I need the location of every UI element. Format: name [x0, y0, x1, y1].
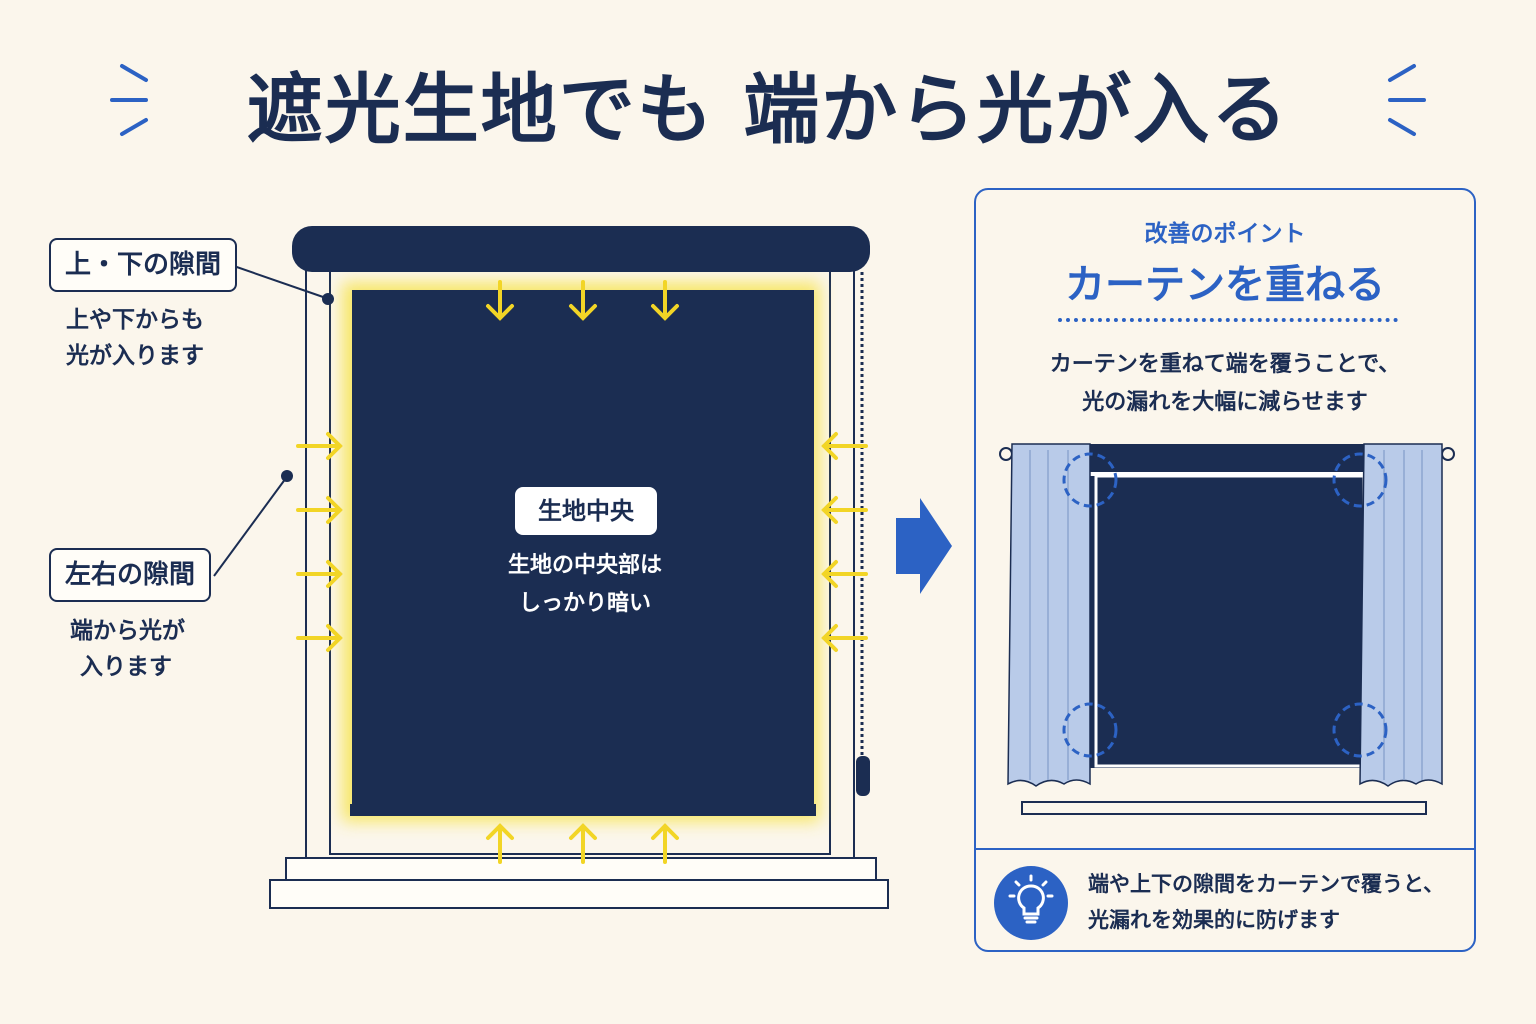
side-gap-line-2: 入ります	[80, 654, 172, 680]
left-spark-icon	[110, 64, 148, 136]
bottom-light-arrows	[486, 823, 679, 864]
panel-description-line-2: 光の漏れを大幅に減らせます	[1082, 390, 1368, 415]
tip-line-2: 光漏れを効果的に防げます	[1088, 908, 1340, 932]
tip-line-1: 端や上下の隙間をカーテンで覆うと、	[1088, 872, 1445, 896]
top-gap-line-1: 上や下からも	[66, 307, 204, 333]
curtain-illustration	[999, 443, 1455, 815]
page-title: 遮光生地でも 端から光が入る	[246, 65, 1290, 154]
fabric-center-line-1: 生地の中央部は	[507, 553, 662, 578]
improvement-panel: 改善のポイント カーテンを重ねる カーテンを重ねて端を覆うことで、 光の漏れを大…	[974, 188, 1476, 952]
chain-weight	[856, 756, 870, 796]
left-light-arrows	[296, 432, 343, 652]
dotted-divider	[1058, 318, 1398, 322]
roller-blind-diagram	[213, 226, 952, 909]
fabric-center-description: 生地の中央部は しっかり暗い	[470, 547, 700, 623]
panel-divider	[976, 848, 1474, 850]
window-sill	[269, 879, 889, 909]
bottom-bar	[350, 804, 816, 816]
right-arrow-icon	[896, 498, 952, 594]
side-gap-label: 左右の隙間	[49, 548, 212, 602]
left-curtain	[1007, 443, 1091, 787]
right-light-arrows	[821, 432, 868, 652]
fabric-center-label: 生地中央	[515, 487, 657, 535]
fabric-center-line-2: しっかり暗い	[518, 591, 651, 616]
panel-description: カーテンを重ねて端を覆うことで、 光の漏れを大幅に減らせます	[976, 346, 1474, 422]
top-gap-leader	[227, 263, 327, 299]
side-gap-description: 端から光が 入ります	[70, 613, 185, 685]
headrail	[292, 226, 870, 272]
right-spark-icon	[1388, 64, 1426, 136]
top-gap-line-2: 光が入ります	[66, 343, 204, 369]
overlap-highlight-circles	[1062, 452, 1388, 758]
lightbulb-icon	[1008, 874, 1054, 924]
blind-panel	[1086, 444, 1368, 768]
panel-sill	[1021, 801, 1427, 815]
top-gap-description: 上や下からも 光が入ります	[66, 302, 204, 374]
top-light-arrows	[486, 280, 679, 321]
right-curtain	[1359, 443, 1443, 787]
tip-icon-circle	[994, 866, 1068, 940]
tip-text: 端や上下の隙間をカーテンで覆うと、 光漏れを効果的に防げます	[1088, 866, 1468, 938]
side-gap-leader	[213, 477, 287, 577]
top-gap-label: 上・下の隙間	[49, 238, 238, 292]
panel-description-line-1: カーテンを重ねて端を覆うことで、	[1049, 352, 1401, 377]
panel-heading: カーテンを重ねる	[1065, 262, 1385, 308]
blind-fabric	[352, 290, 814, 812]
panel-subtitle: 改善のポイント	[1144, 221, 1306, 247]
side-gap-line-1: 端から光が	[70, 618, 185, 644]
